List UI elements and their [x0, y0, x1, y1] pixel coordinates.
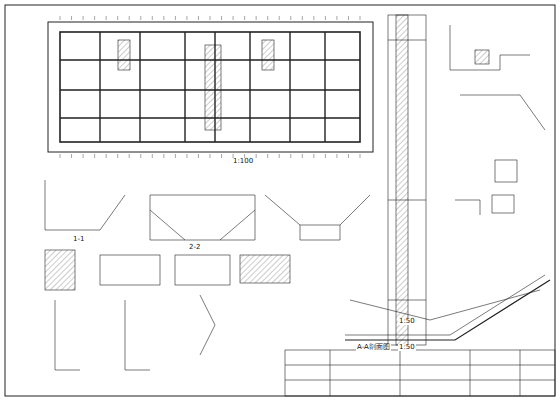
scale-label: 1:50 — [398, 318, 416, 325]
bottom-details — [45, 250, 290, 370]
foundation-plan — [48, 22, 373, 152]
scale-label: 1:50 — [398, 344, 416, 351]
vertical-section — [388, 15, 426, 345]
title-block — [285, 350, 555, 396]
drawing-frame — [5, 5, 555, 396]
section-mark: 1-1 — [72, 236, 85, 243]
section-mark: 2-2 — [188, 244, 201, 251]
section-details — [45, 180, 370, 240]
dimension-ticks — [60, 16, 360, 158]
section-title: A-A剖面图 — [356, 344, 391, 351]
scale-label: 1:100 — [232, 158, 254, 165]
detail-views — [450, 25, 545, 215]
ramp-section — [345, 275, 550, 340]
